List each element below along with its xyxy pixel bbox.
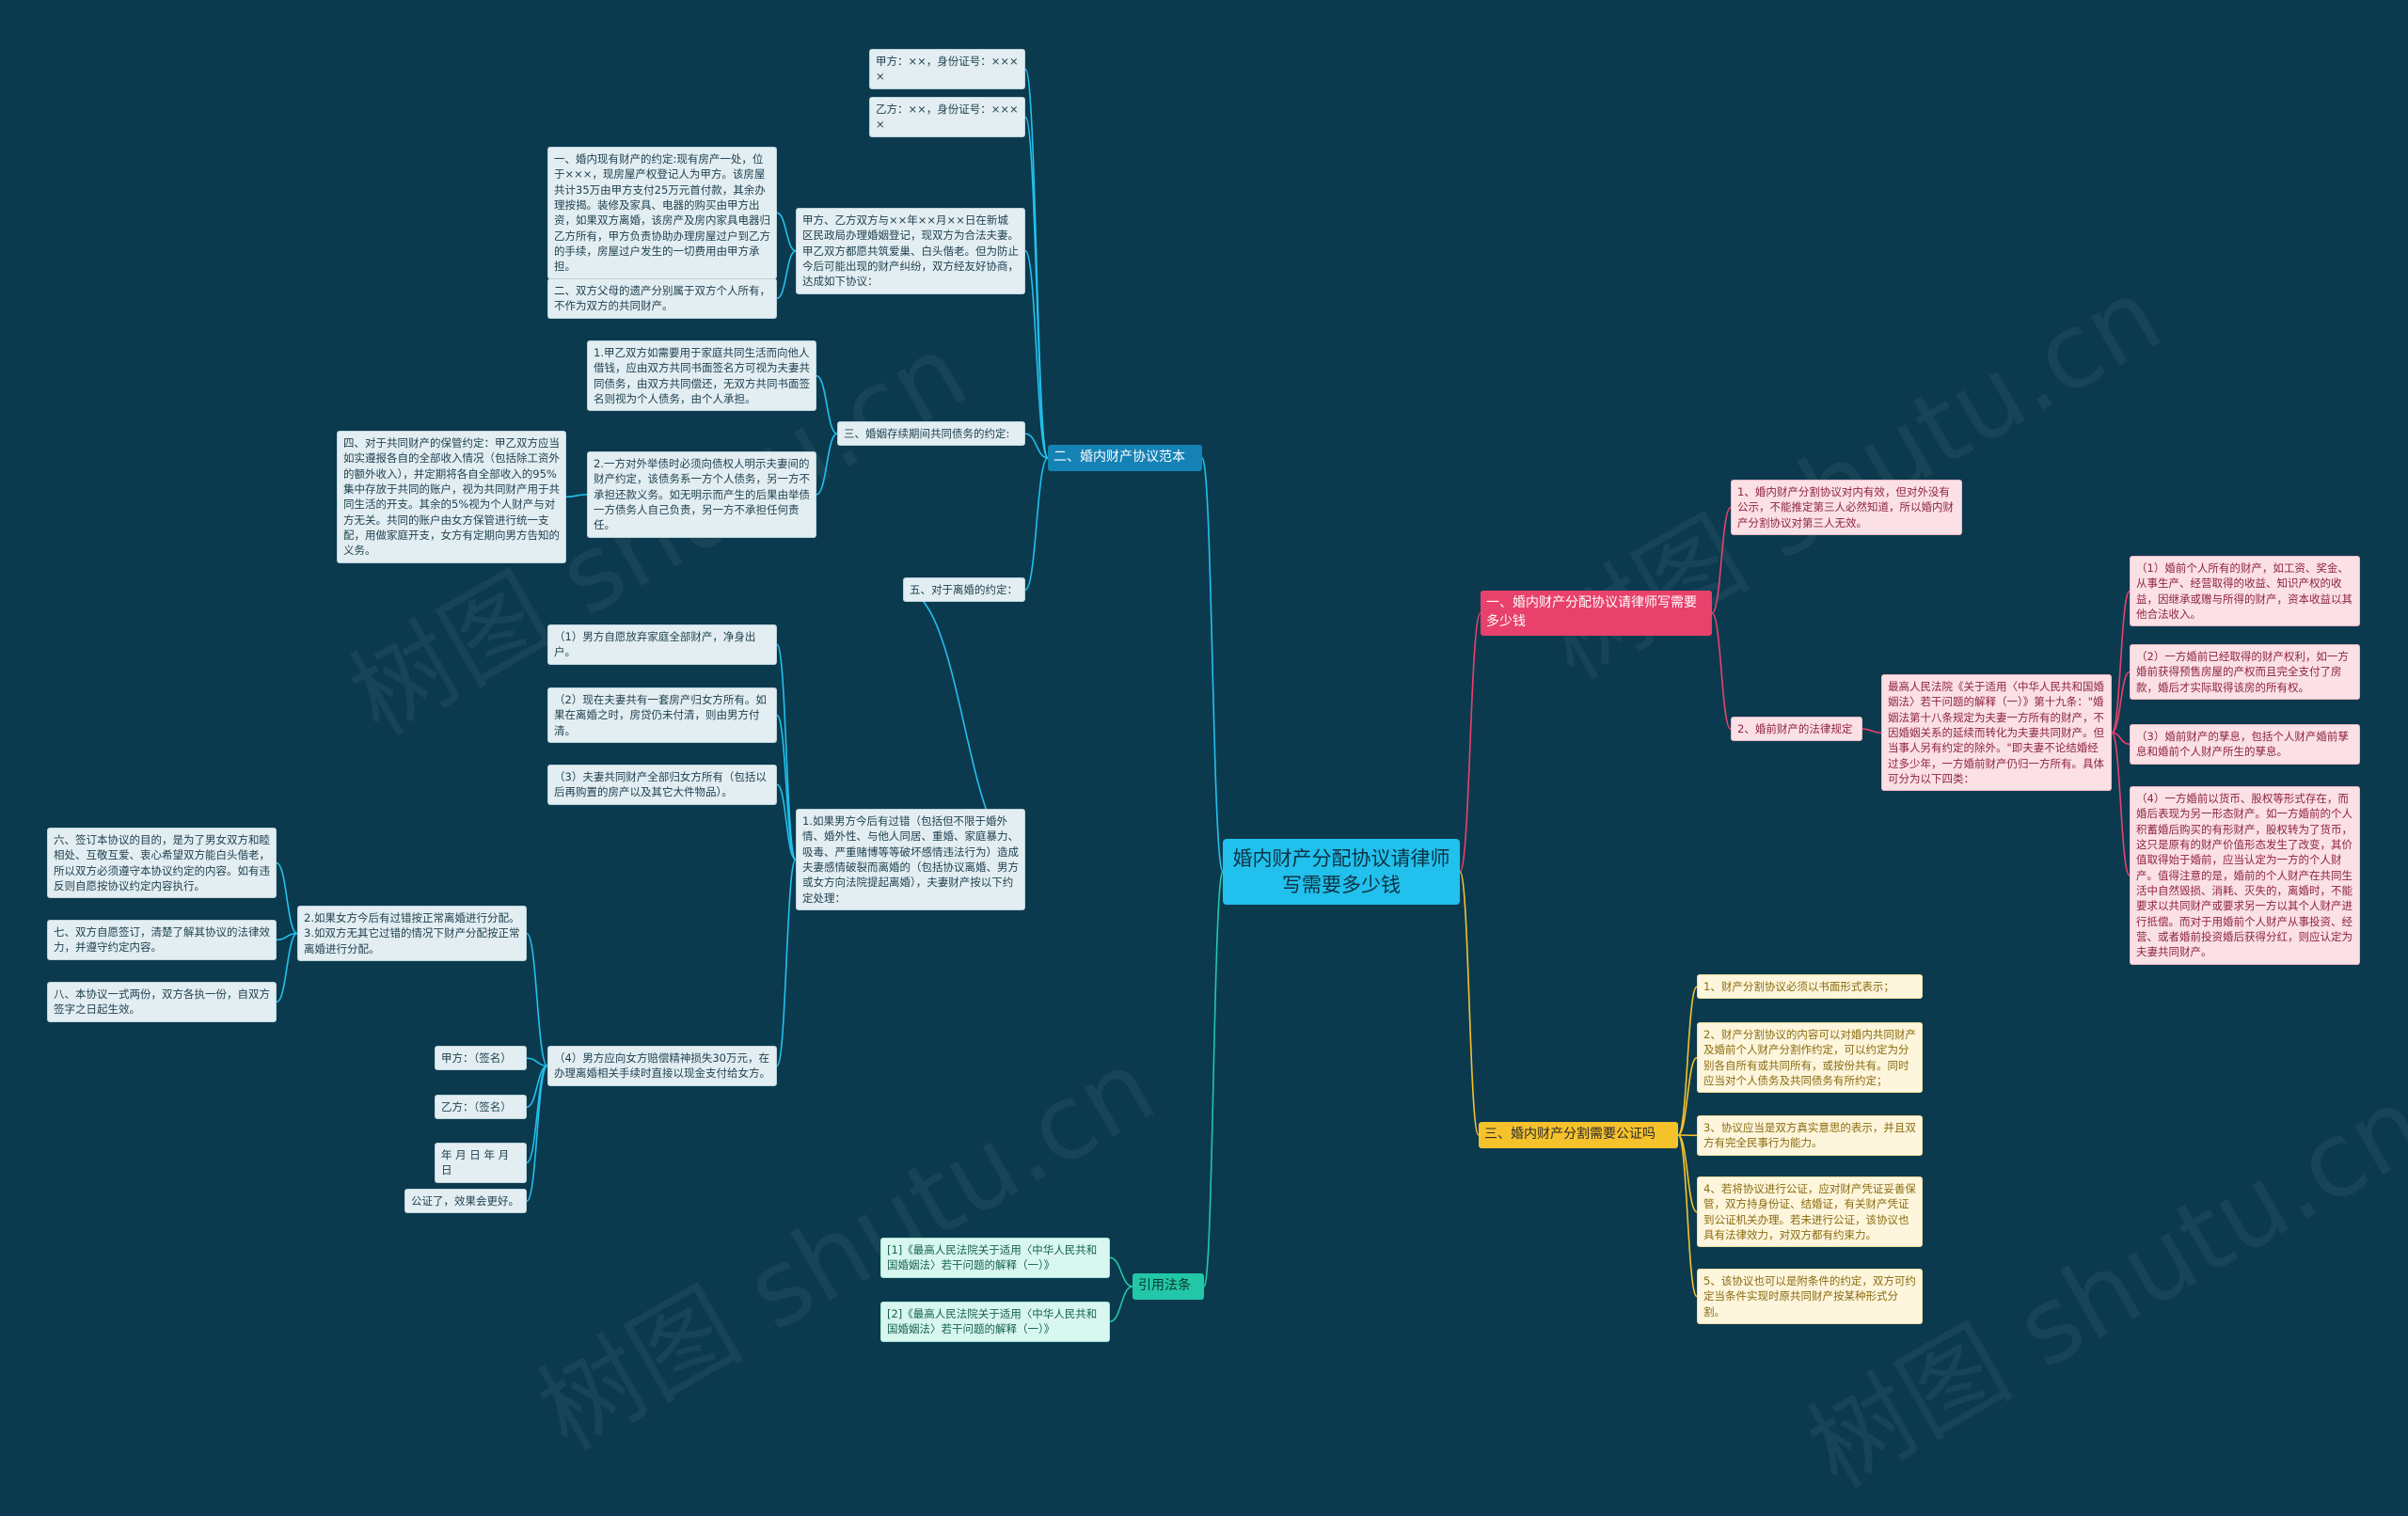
branch-lawyer-cost[interactable]: 一、婚内财产分配协议请律师写需要多少钱 <box>1481 591 1712 636</box>
node-premarital-item-2[interactable]: （2）一方婚前已经取得的财产权利，如一方婚前获得预售房屋的产权而且完全支付了房款… <box>2130 644 2360 700</box>
node-citation-1[interactable]: [1]《最高人民法院关于适用〈中华人民共和国婚姻法〉若干问题的解释（一）》 <box>880 1238 1110 1278</box>
node-premarital-item-4[interactable]: （4）一方婚前以货币、股权等形式存在，而婚后表现为另一形态财产。如一方婚前的个人… <box>2130 786 2360 965</box>
connector-line <box>1025 434 1048 458</box>
connector-line <box>1110 1287 1133 1321</box>
connector-line <box>1025 251 1048 458</box>
connector-line <box>277 933 297 1002</box>
node-notary-item-5[interactable]: 5、该协议也可以是附条件的约定，双方可约定当条件实现时原共同财产按某种形式分割。 <box>1697 1269 1923 1324</box>
node-party-b[interactable]: 乙方：××，身份证号：×××× <box>869 97 1025 137</box>
node-signature-b[interactable]: 乙方：（签名） <box>435 1095 527 1119</box>
connector-line <box>777 715 796 859</box>
node-existing-property[interactable]: 一、婚内现有财产的约定:现有房产一处，位于×××，现房屋产权登记人为甲方。该房屋… <box>547 147 777 279</box>
connector-line <box>2112 733 2130 744</box>
node-signature-a[interactable]: 甲方：（签名） <box>435 1046 527 1070</box>
node-normal-divorce[interactable]: 2.如果女方今后有过错按正常离婚进行分配。3.如双方无其它过错的情况下财产分配按… <box>297 906 527 961</box>
branch-cited-laws[interactable]: 引用法条 <box>1133 1273 1204 1300</box>
connector-line <box>1678 987 1697 1135</box>
connector-line <box>527 1058 547 1066</box>
connector-line <box>777 251 796 299</box>
connector-line <box>527 1066 547 1162</box>
connector-line <box>2112 671 2130 733</box>
node-notary-item-1[interactable]: 1、财产分割协议必须以书面形式表示； <box>1697 974 1923 999</box>
node-date[interactable]: 年 月 日 年 月 日 <box>435 1143 527 1183</box>
node-copies[interactable]: 八、本协议一式两份，双方各执一份，自双方签字之日起生效。 <box>47 982 277 1022</box>
connector-line <box>527 933 547 1066</box>
node-agreement-purpose[interactable]: 六、签订本协议的目的，是为了男女双方和睦相处、互敬互爱、衷心希望双方能白头偕老，… <box>47 828 277 898</box>
connector-line <box>277 933 297 940</box>
connector-line <box>1025 458 1048 590</box>
connector-line <box>1678 1058 1697 1135</box>
node-property-custody[interactable]: 四、对于共同财产的保管约定：甲乙双方应当如实遵报各自的全部收入情况（包括除工资外… <box>337 431 566 563</box>
connector-line <box>1025 117 1048 458</box>
node-debt-rule-1[interactable]: 1.甲乙双方如需要用于家庭共同生活而向他人借钱，应由双方共同书面签名方可视为夫妻… <box>587 340 816 411</box>
node-premarital-law[interactable]: 2、婚前财产的法律规定 <box>1731 717 1862 741</box>
node-fault-item-1[interactable]: （1）男方自愿放弃家庭全部财产，净身出户。 <box>547 624 777 665</box>
connector-line <box>277 863 297 934</box>
watermark: 树图 shutu.cn <box>1513 233 2183 706</box>
node-parents-inheritance[interactable]: 二、双方父母的遗产分别属于双方个人所有，不作为双方的共同财产。 <box>547 278 777 319</box>
node-fault-item-3[interactable]: （3）夫妻共同财产全部归女方所有（包括以后再购置的房产以及其它大件物品）。 <box>547 765 777 805</box>
node-male-fault-terms[interactable]: 1.如果男方今后有过错（包括但不限于婚外情、婚外性、与他人同居、重婚、家庭暴力、… <box>796 809 1025 910</box>
connector-line <box>2112 733 2130 876</box>
connector-line <box>1202 458 1223 872</box>
node-premarital-item-1[interactable]: （1）婚前个人所有的财产，如工资、奖金、从事生产、经营取得的收益、知识产权的收益… <box>2130 556 2360 626</box>
node-debt-rule-2[interactable]: 2.一方对外举债时必须向债权人明示夫妻间的财产约定，该债务系一方个人债务，另一方… <box>587 451 816 538</box>
node-fault-item-2[interactable]: （2）现在夫妻共有一套房产归女方所有。如果在离婚之时，房贷仍未付清，则由男方付清… <box>547 687 777 743</box>
connector-line <box>1025 69 1048 458</box>
node-notary-item-3[interactable]: 3、协议应当是双方真实意思的表示，并且双方有完全民事行为能力。 <box>1697 1115 1923 1156</box>
node-voluntary-signing[interactable]: 七、双方自愿签订，清楚了解其协议的法律效力，并遵守约定内容。 <box>47 920 277 960</box>
branch-notarization[interactable]: 三、婚内财产分割需要公证吗 <box>1479 1122 1678 1148</box>
node-premarital-item-3[interactable]: （3）婚前财产的孳息，包括个人财产婚前孳息和婚前个人财产所生的孳息。 <box>2130 724 2360 765</box>
connector-line <box>527 1066 547 1107</box>
node-preamble[interactable]: 甲方、乙方双方与××年××月××日在新城区民政局办理婚姻登记，现双方为合法夫妻。… <box>796 208 1025 294</box>
connector-line <box>777 784 796 860</box>
node-common-debt[interactable]: 三、婚姻存续期间共同债务的约定: <box>837 421 1025 446</box>
connector-line <box>2112 592 2130 733</box>
node-fault-item-4[interactable]: （4）男方应向女方赔偿精神损失30万元，在办理离婚相关手续时直接以现金支付给女方… <box>547 1046 777 1086</box>
connector-line <box>1678 1135 1697 1297</box>
connector-line <box>1460 613 1481 872</box>
node-citation-2[interactable]: [2]《最高人民法院关于适用〈中华人民共和国婚姻法〉若干问题的解释（一）》 <box>880 1302 1110 1342</box>
connector-line <box>1862 729 1881 733</box>
node-notary-hint[interactable]: 公证了，效果会更好。 <box>404 1189 527 1213</box>
connector-line <box>1110 1257 1133 1287</box>
connector-line <box>777 860 796 1066</box>
node-party-a[interactable]: 甲方：××，身份证号：×××× <box>869 49 1025 89</box>
node-divorce-terms[interactable]: 五、对于离婚的约定： <box>903 577 1025 602</box>
connector-line <box>777 644 796 860</box>
connector-line <box>527 1066 547 1201</box>
connector-line <box>1460 872 1479 1135</box>
connector-line <box>1678 1135 1697 1212</box>
node-agreement-validity[interactable]: 1、婚内财产分割协议对内有效，但对外没有公示，不能推定第三人必然知道，所以婚内财… <box>1731 480 1962 535</box>
node-notary-item-2[interactable]: 2、财产分割协议的内容可以对婚内共同财产及婚前个人财产分割作约定，可以约定为分别… <box>1697 1022 1923 1093</box>
node-notary-item-4[interactable]: 4、若将协议进行公证，应对财产凭证妥善保管，双方持身份证、结婚证，有关财产凭证到… <box>1697 1176 1923 1247</box>
root-topic[interactable]: 婚内财产分配协议请律师写需要多少钱 <box>1223 839 1460 905</box>
connector-line <box>777 213 796 251</box>
connector-line <box>1204 872 1223 1287</box>
node-judicial-interpretation[interactable]: 最高人民法院《关于适用〈中华人民共和国婚姻法〉若干问题的解释（一）》第十九条："… <box>1881 674 2112 791</box>
branch-agreement-template[interactable]: 二、婚内财产协议范本 <box>1048 445 1202 471</box>
